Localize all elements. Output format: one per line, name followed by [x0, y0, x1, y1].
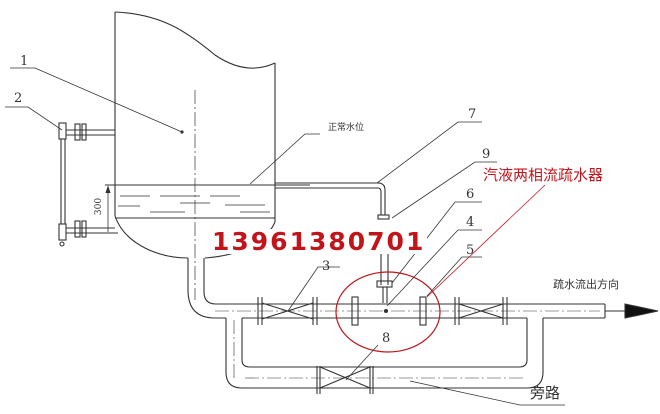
valve-outlet: [454, 297, 508, 325]
device-name-label: 汽液两相流疏水器: [483, 166, 604, 184]
label-5: 5: [466, 243, 475, 258]
flow-direction-label: 疏水流出方向: [553, 278, 619, 291]
label-9: 9: [482, 147, 491, 162]
label-7: 7: [468, 107, 477, 122]
level-gauge: [58, 122, 118, 247]
dimension-300: 300: [94, 197, 105, 216]
drain-trap: [335, 271, 441, 353]
normal-water-level-label: 正常水位: [328, 123, 365, 133]
vessel: [105, 11, 310, 300]
label-3: 3: [322, 259, 331, 274]
main-drain-pipe: [187, 258, 659, 319]
valve-3: [257, 297, 318, 325]
bypass-label: 旁路: [530, 384, 561, 402]
label-8: 8: [382, 331, 391, 346]
phone-number: 13961380701: [210, 227, 428, 256]
label-2: 2: [14, 91, 23, 106]
leader-lines: [5, 67, 565, 406]
valve-bypass: [316, 366, 374, 394]
label-6: 6: [466, 187, 475, 202]
label-4: 4: [466, 215, 475, 230]
bypass-pipe: [225, 318, 544, 389]
label-1: 1: [20, 54, 29, 69]
